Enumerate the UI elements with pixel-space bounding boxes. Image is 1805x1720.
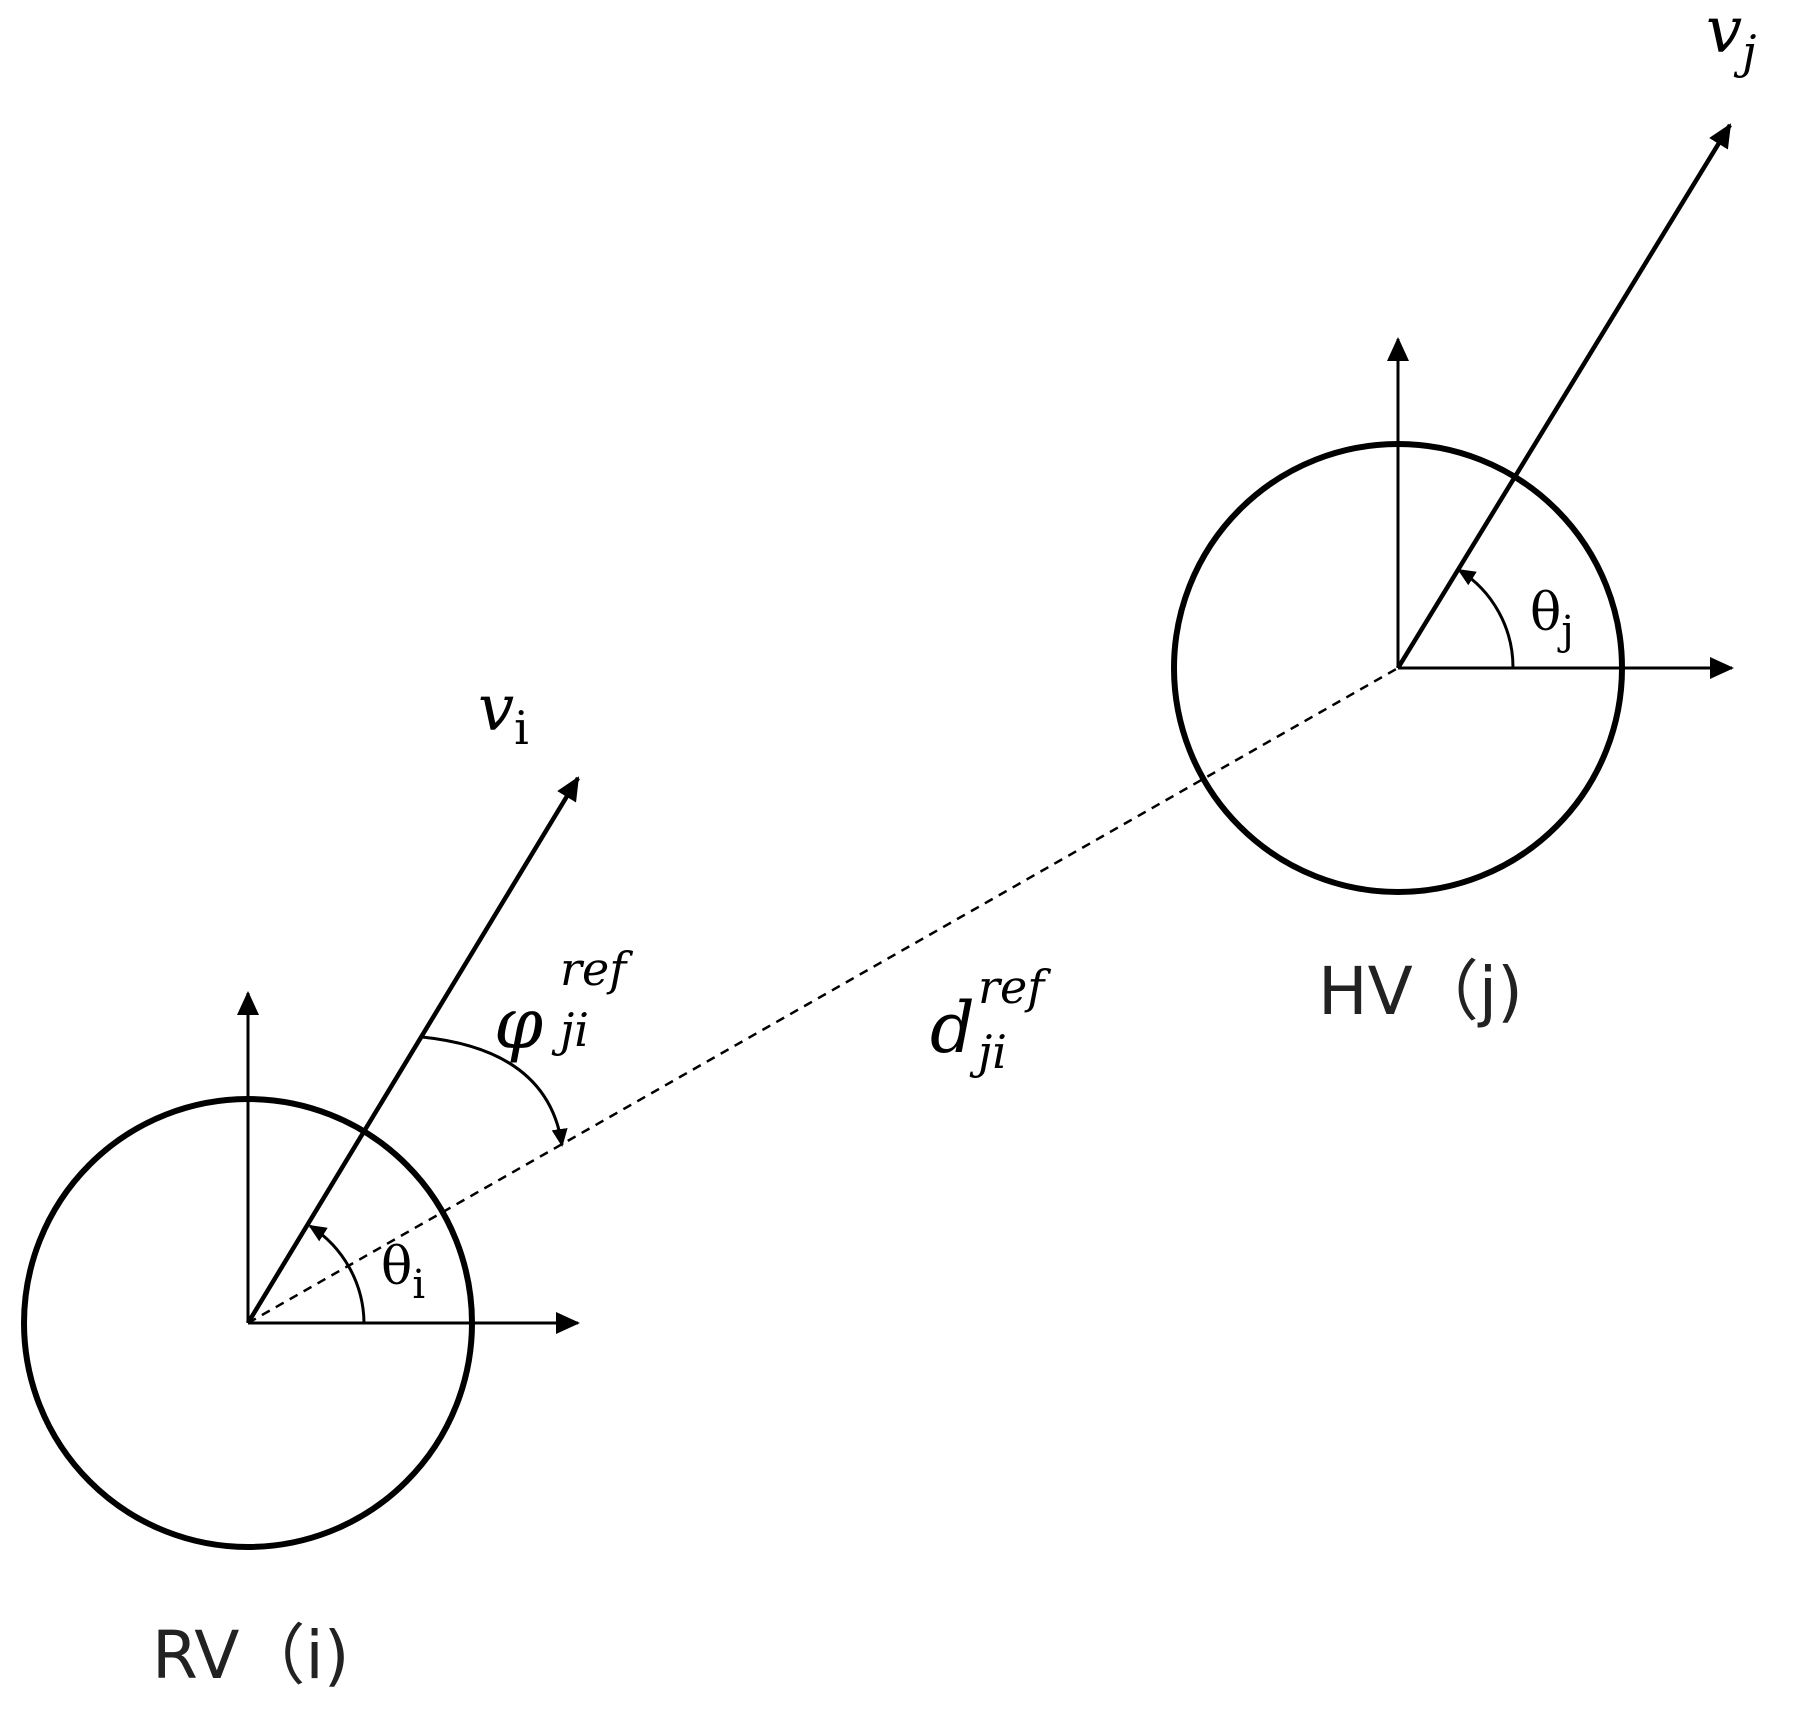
relative-angle-label: φ ref ji: [494, 924, 644, 1065]
rv-heading-angle-arc: [308, 1224, 366, 1324]
relative-distance-label: d ref ji: [930, 942, 1062, 1079]
hv-heading-label: θj: [1530, 583, 1574, 654]
rv-vehicle-label: RV（i): [152, 1617, 349, 1694]
rv-velocity-arrow: [246, 776, 580, 1325]
relative-angle-arc: [421, 1035, 568, 1147]
rv-velocity-label: vi: [478, 672, 529, 755]
hv-vehicle: θj vj HV（j): [1171, 0, 1756, 1030]
hv-heading-angle-arc: [1457, 568, 1515, 669]
hv-velocity-label: vj: [1706, 0, 1756, 79]
rv-heading-label: θi: [381, 1237, 425, 1308]
hv-velocity-arrow: [1396, 123, 1732, 670]
hv-vehicle-label: HV（j): [1318, 953, 1523, 1030]
relative-distance-line: [247, 666, 1399, 1325]
rv-vehicle: θi vi RV（i): [21, 672, 580, 1694]
